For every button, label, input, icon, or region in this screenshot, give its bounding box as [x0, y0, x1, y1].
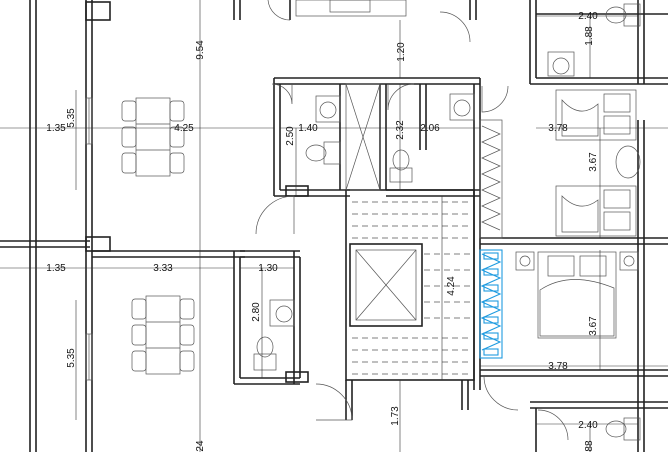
dim-3-78-bot: 3.78: [548, 361, 568, 372]
dim-88-partial: 88: [584, 440, 595, 452]
dim-3-78-top: 3.78: [548, 123, 568, 134]
dim-1-35-mid: 1.35: [46, 263, 66, 274]
dim-1-73: 1.73: [390, 406, 401, 426]
chair: [169, 152, 185, 174]
chair: [121, 152, 137, 174]
dim-5-35-top: 5.35: [66, 108, 77, 128]
dim-4-24: 4.24: [446, 276, 457, 296]
dim-3-67-bot: 3.67: [588, 316, 599, 336]
dim-2-40-top: 2.40: [578, 11, 598, 22]
chair: [121, 126, 137, 148]
dim-9-54: 9.54: [195, 40, 206, 60]
wardrobe-hanger: [483, 284, 499, 292]
wardrobe-hanger: [483, 348, 499, 356]
chair: [179, 298, 195, 320]
wardrobe-hanger: [483, 332, 499, 340]
chair: [131, 324, 147, 346]
dim-1-30: 1.30: [258, 263, 278, 274]
dining-table-lower: [131, 295, 195, 375]
dimension-labels: 9.54 1.35 5.35 4.25 1.20 2.40 1.88 2.50 …: [46, 11, 599, 452]
dining-table-upper: [121, 97, 185, 177]
dim-2-50: 2.50: [285, 126, 296, 146]
wardrobe-hanger: [483, 252, 499, 260]
dim-2-06: 2.06: [420, 123, 440, 134]
dim-2-32: 2.32: [395, 120, 406, 140]
dim-4-25: 4.25: [174, 123, 194, 134]
dim-24-partial: 24: [195, 440, 206, 452]
wardrobe-highlight: [479, 249, 503, 359]
dim-5-35-bot: 5.35: [66, 348, 77, 368]
doors: [255, 0, 569, 441]
lift-shafts: [345, 83, 423, 327]
wardrobe-zigzag: [479, 119, 503, 239]
chair: [131, 298, 147, 320]
sanitary-fixtures: [253, 3, 641, 441]
dim-3-33: 3.33: [153, 263, 173, 274]
chair: [179, 350, 195, 372]
wardrobe-hanger: [483, 300, 499, 308]
dim-1-20: 1.20: [396, 42, 407, 62]
beds: [295, 0, 639, 339]
windows: [85, 97, 93, 381]
wardrobe-hanger: [483, 268, 499, 276]
wardrobe-hanger: [483, 316, 499, 324]
dim-1-40: 1.40: [298, 123, 318, 134]
chair: [131, 350, 147, 372]
dim-3-67-top: 3.67: [588, 152, 599, 172]
chair: [169, 100, 185, 122]
dim-1-35-top: 1.35: [46, 123, 66, 134]
wardrobe-hanger-line: [480, 253, 502, 351]
chair: [179, 324, 195, 346]
dim-2-40-bot: 2.40: [578, 420, 598, 431]
stair-treads: [352, 201, 470, 375]
chair: [169, 126, 185, 148]
dim-2-80: 2.80: [251, 302, 262, 322]
dim-1-88-top: 1.88: [584, 26, 595, 46]
chair: [121, 100, 137, 122]
